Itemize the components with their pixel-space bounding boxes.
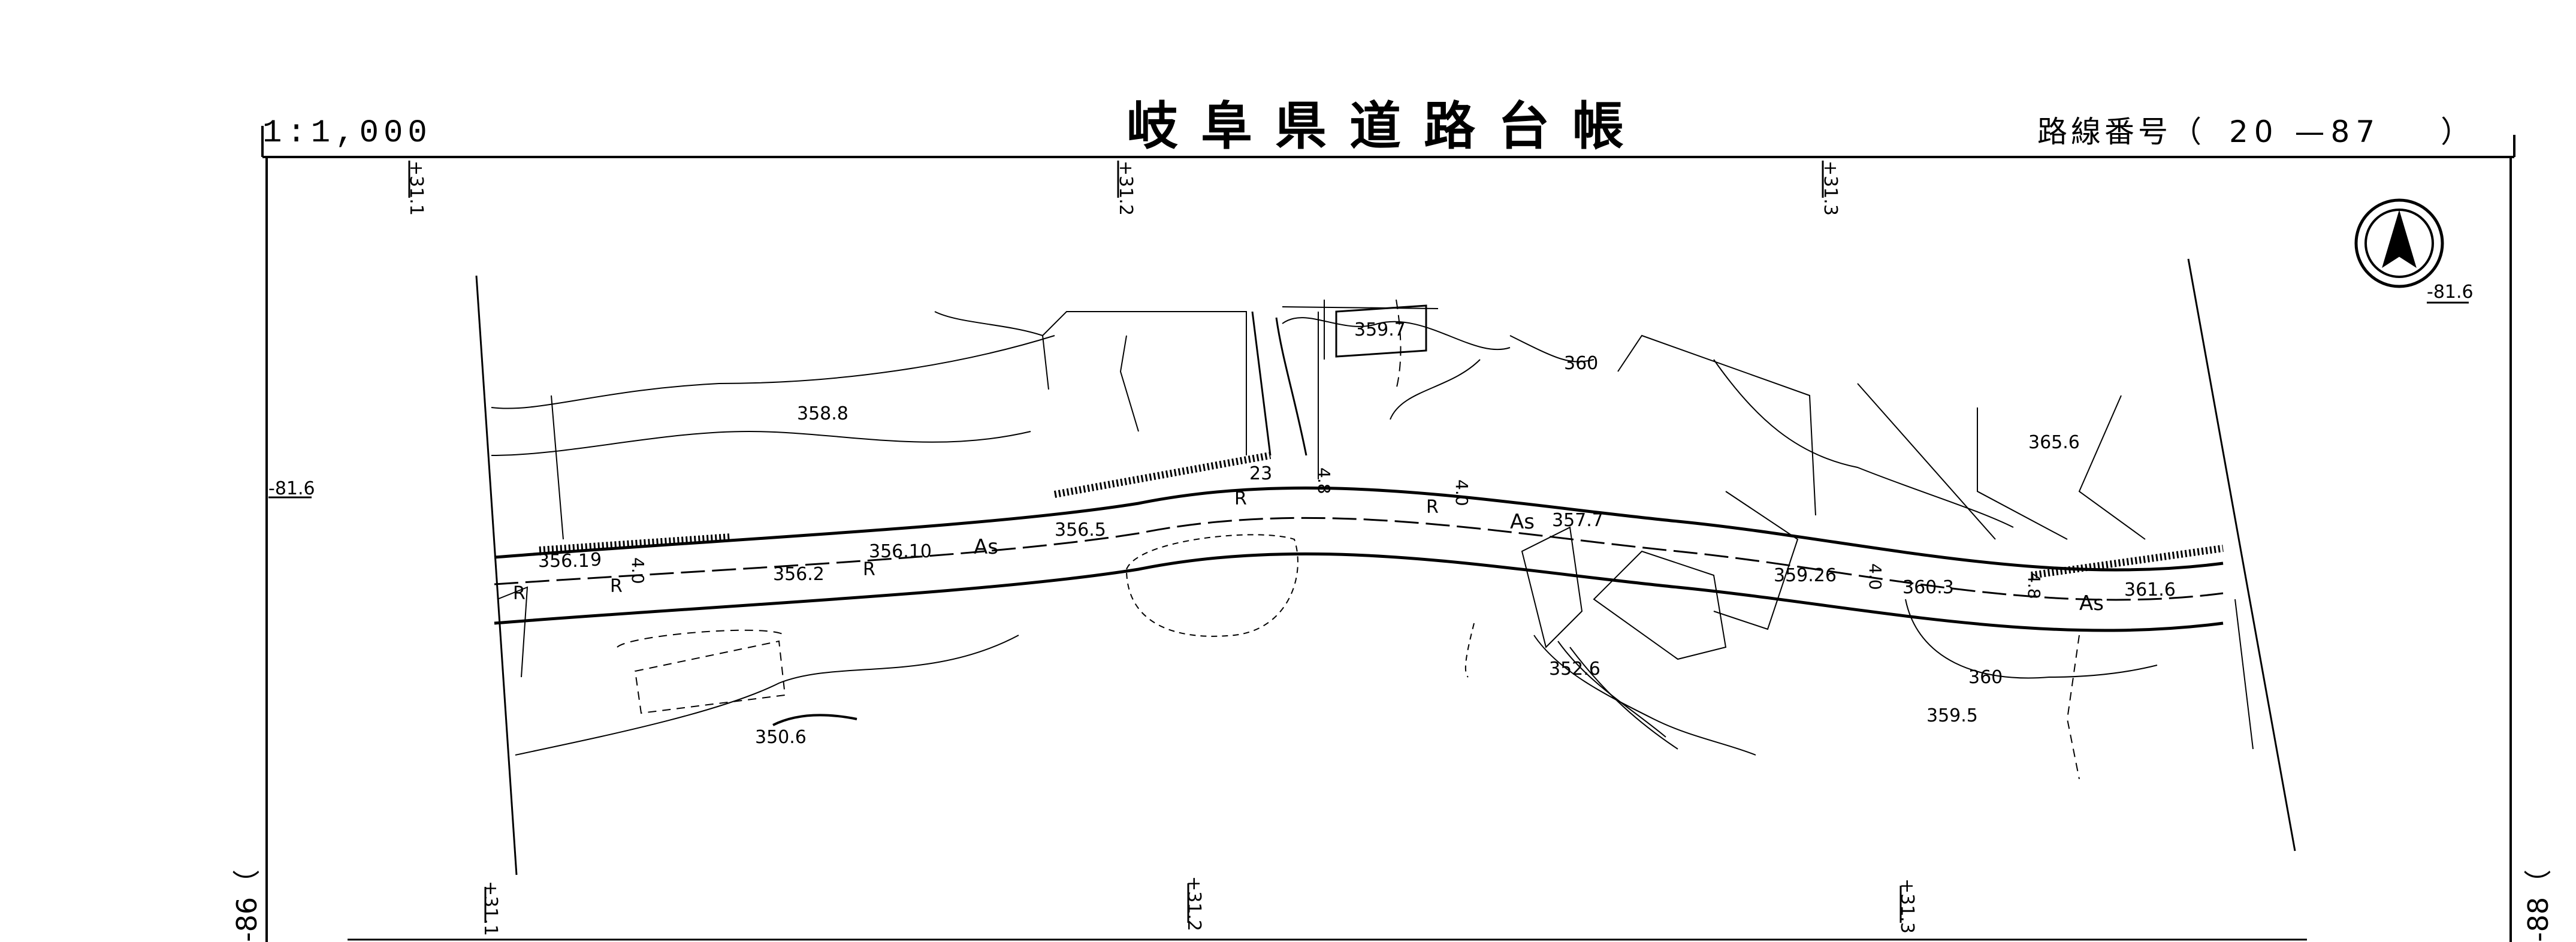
number-9: 9 bbox=[590, 550, 602, 570]
elev-356-1: 356.1 bbox=[538, 551, 590, 572]
r-label-4: R bbox=[1234, 488, 1247, 509]
elev-360-b: 360 bbox=[1968, 667, 2003, 688]
elev-358-8: 358.8 bbox=[797, 403, 848, 424]
asphalt-label-2: As bbox=[1510, 510, 1535, 534]
elev-356-2: 356.2 bbox=[773, 564, 825, 585]
width-4-0-b: 4.0 bbox=[1865, 563, 1885, 590]
north-arrow-icon bbox=[2354, 198, 2444, 288]
route-close-paren: ） bbox=[2441, 114, 2475, 149]
road-lines bbox=[494, 452, 2224, 632]
elev-359-7: 359.7 bbox=[1354, 319, 1406, 340]
elev-357-7: 357.7 bbox=[1552, 510, 1603, 531]
elev-360-a: 360 bbox=[1564, 353, 1598, 374]
asphalt-label-3: As bbox=[2079, 591, 2104, 615]
elev-365-6: 365.6 bbox=[2028, 432, 2080, 453]
offset-mark-left: -81.6 bbox=[268, 478, 315, 499]
r-label-2: R bbox=[610, 576, 623, 597]
width-4-0-a: 4.0 bbox=[1452, 479, 1472, 506]
map-scale: 1:1,000 bbox=[262, 115, 432, 152]
r-label-1: R bbox=[513, 583, 526, 604]
offset-mark-right: -81.6 bbox=[2427, 282, 2474, 303]
r-label-5: R bbox=[1426, 497, 1439, 518]
terrain-lines bbox=[491, 299, 2254, 780]
map-labels: 359.7 360 358.8 365.6 356.1 356.2 356.10… bbox=[513, 319, 2176, 748]
width-4-8-a: 4.8 bbox=[1314, 467, 1334, 494]
elev-356-10: 356.10 bbox=[869, 541, 932, 562]
elev-360-3: 360.3 bbox=[1902, 577, 1954, 598]
asphalt-label-1: As bbox=[974, 535, 998, 559]
width-4-0-c: 4.0 bbox=[628, 557, 648, 584]
route-label: 路線番号（ bbox=[2037, 114, 2205, 149]
route-number: 20 —87 bbox=[2229, 114, 2381, 149]
width-4-8-b: 4.8 bbox=[2024, 572, 2044, 599]
elev-356-5: 356.5 bbox=[1055, 520, 1106, 541]
station-ticks bbox=[268, 161, 2469, 923]
elev-350-6: 350.6 bbox=[755, 727, 807, 748]
number-23: 23 bbox=[1249, 463, 1272, 484]
elev-359-26: 359.26 bbox=[1774, 565, 1837, 586]
route-number-block: 路線番号（ 20 —87 ） bbox=[2037, 108, 2474, 151]
elev-359-5: 359.5 bbox=[1926, 705, 1978, 726]
elev-361-6: 361.6 bbox=[2124, 579, 2176, 600]
r-label-3: R bbox=[863, 559, 875, 580]
elev-352-6: 352.6 bbox=[1549, 659, 1600, 680]
map-frame bbox=[261, 126, 2515, 942]
map-title: 岐阜県道路台帳 bbox=[1127, 96, 1647, 156]
survey-boundary bbox=[475, 258, 2296, 875]
